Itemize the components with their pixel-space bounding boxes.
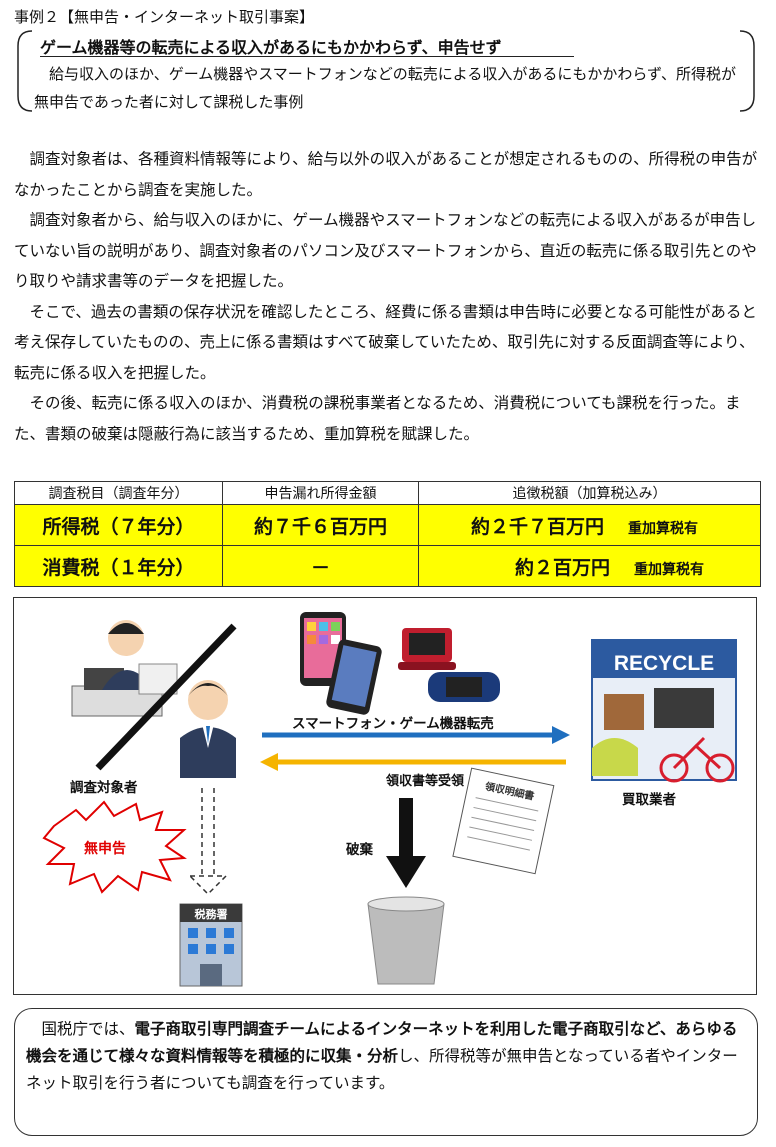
table-header: 調査税目（調査年分）: [14, 481, 223, 505]
table-header-row: 調査税目（調査年分） 申告漏れ所得金額 追徴税額（加算税込み）: [14, 481, 761, 505]
trash-bin-icon: [367, 896, 445, 985]
summary-text: 給与収入のほか、ゲーム機器やスマートフォンなどの転売による収入があるにもかかわら…: [34, 65, 737, 111]
case-title: 事例２【無申告・インターネット取引事案】: [14, 8, 315, 26]
additional-tax-amount: 約２千７百万円: [471, 515, 605, 538]
summary-heading: ゲーム機器等の転売による収入があるにもかかわらず、申告せず: [40, 38, 502, 57]
footer-text: 国税庁では、電子商取引専門調査チームによるインターネットを利用した電子商取引など…: [26, 1016, 750, 1097]
recycle-sign: RECYCLE: [614, 652, 714, 675]
recycle-shop-icon: [591, 639, 737, 783]
buyer-label: 買取業者: [622, 792, 676, 808]
tax-item-cell: 消費税（１年分）: [14, 545, 223, 587]
tax-item-cell: 所得税（７年分）: [14, 504, 223, 546]
table-header: 追徴税額（加算税込み）: [418, 481, 761, 505]
footer-box: [14, 1008, 758, 1136]
summary-bracket-frame: [17, 30, 755, 112]
tax-office-icon: [179, 903, 243, 987]
discard-label: 破棄: [346, 842, 373, 858]
receipt-label: 領収書等受領: [386, 774, 465, 789]
diagram-illustration: RECYCLE 領収明細書: [42, 612, 737, 987]
body-text: 調査対象者は、各種資料情報等により、給与以外の収入があることが想定されるものの、…: [14, 144, 764, 449]
tax-office-sign: 税務署: [195, 907, 228, 921]
subject-label: 調査対象者: [70, 780, 138, 796]
summary-heading-underline: [40, 56, 574, 57]
office-worker-icon: [71, 620, 178, 717]
tax-results-table: 調査税目（調査年分） 申告漏れ所得金額 追徴税額（加算税込み） 所得税（７年分）…: [14, 481, 761, 587]
no-filing-label: 無申告: [84, 841, 126, 857]
scheme-diagram: RECYCLE 領収明細書: [13, 597, 757, 995]
penalty-note: 重加算税有: [628, 520, 699, 537]
table-row: 所得税（７年分） 約７千６百万円 約２千７百万円 重加算税有: [14, 504, 761, 546]
summary-box: [14, 28, 758, 114]
additional-tax-amount: 約２百万円: [515, 556, 611, 579]
table-row: 消費税（１年分） － 約２百万円 重加算税有: [14, 545, 761, 587]
body-paragraph: その後、転売に係る収入のほか、消費税の課税事業者となるため、消費税についても課税…: [14, 394, 741, 443]
body-paragraph: 調査対象者は、各種資料情報等により、給与以外の収入があることが想定されるものの、…: [14, 150, 758, 199]
additional-tax-cell: 約２千７百万円 重加算税有: [418, 504, 761, 546]
footer-suffix: し、所得税等が無申告となっている者やインターネット取引を行う者についても調査を行…: [26, 1047, 738, 1092]
subject-person-icon: [180, 680, 236, 778]
additional-tax-cell: 約２百万円 重加算税有: [418, 545, 761, 587]
no-filing-burst: [42, 800, 187, 894]
table-header: 申告漏れ所得金額: [222, 481, 419, 505]
resale-arrowhead: [552, 726, 570, 744]
resale-label: スマートフォン・ゲーム機器転売: [292, 716, 494, 732]
discard-arrow: [399, 798, 413, 858]
income-cell: 約７千６百万円: [222, 504, 419, 546]
penalty-note: 重加算税有: [634, 561, 705, 578]
footer-prefix: 国税庁では、: [41, 1020, 135, 1038]
receipt-arrowhead: [260, 753, 278, 771]
smartphones-icon: [300, 612, 382, 715]
body-paragraph: 調査対象者から、給与収入のほかに、ゲーム機器やスマートフォンなどの転売による収入…: [14, 211, 757, 290]
body-paragraph: そこで、過去の書類の保存状況を確認したところ、経費に係る書類は申告時に必要となる…: [14, 302, 757, 382]
receipt-document-icon: [452, 767, 555, 875]
footer-bold: 電子商取引専門調査チームによるインターネットを利用した電子商取引など、あらゆる機…: [26, 1020, 738, 1065]
discard-arrowhead: [386, 856, 426, 888]
dashed-arrowhead: [188, 875, 228, 896]
game-console-icon: [398, 628, 500, 702]
cross-out-line: [95, 623, 237, 771]
income-cell: －: [222, 545, 419, 587]
